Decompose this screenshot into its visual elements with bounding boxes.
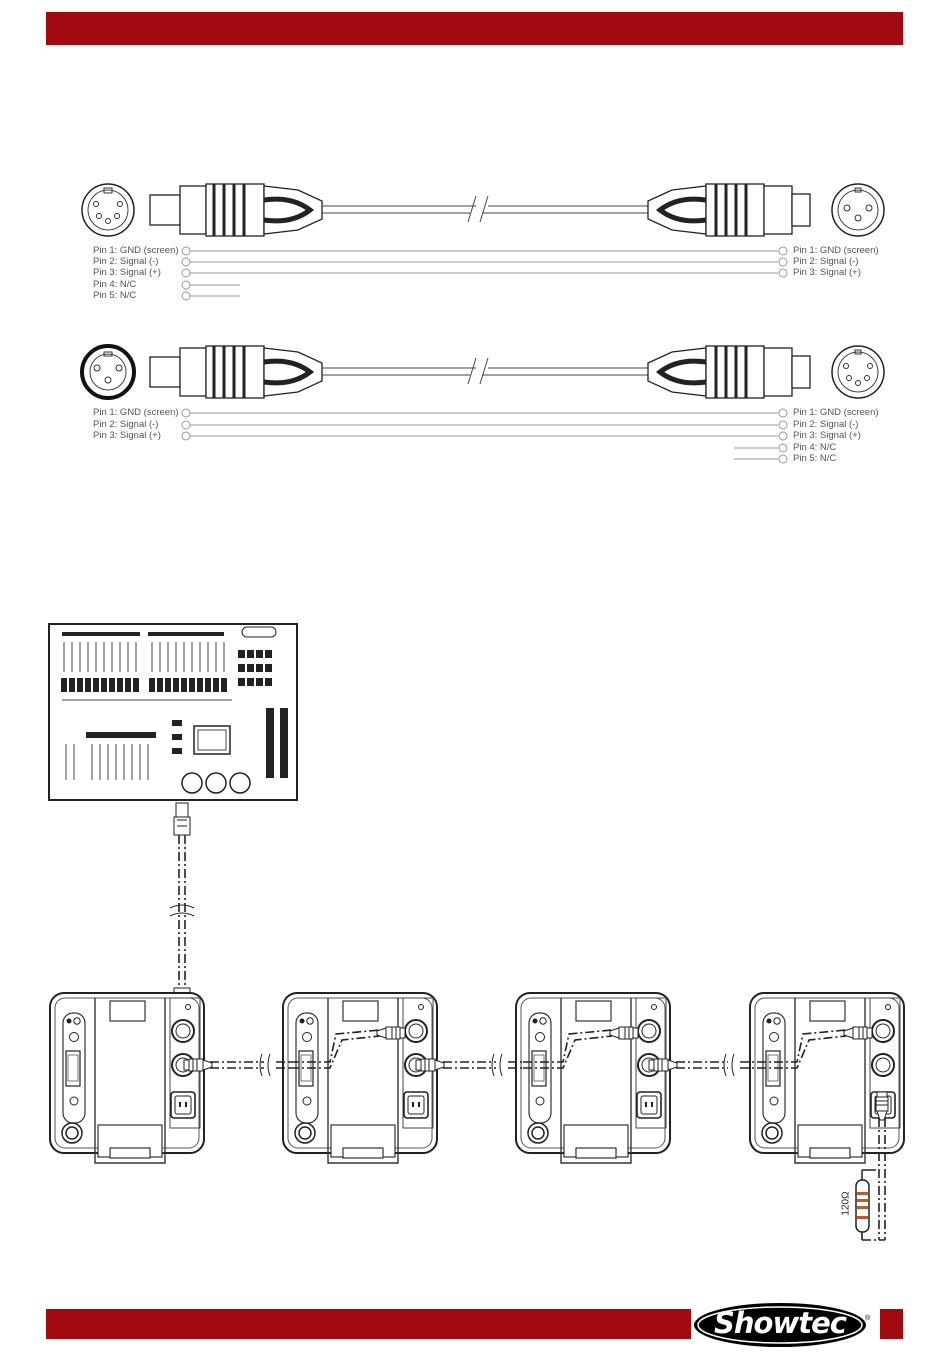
fixture-1 bbox=[50, 993, 204, 1163]
footer-bar bbox=[46, 1309, 691, 1339]
cable2-right-pin-1: Pin 1: GND (screen) bbox=[793, 407, 879, 418]
cable1-right-pin-2: Pin 2: Signal (-) bbox=[793, 256, 858, 267]
cable2-right-pin-4: Pin 4: N/C bbox=[793, 442, 836, 453]
cable2-left-pin-3: Pin 3: Signal (+) bbox=[93, 430, 161, 441]
cable1-left-pin-2: Pin 2: Signal (-) bbox=[93, 256, 158, 267]
cable1-left-pin-1: Pin 1: GND (screen) bbox=[93, 245, 179, 256]
cable1-left-pin-3: Pin 3: Signal (+) bbox=[93, 267, 161, 278]
terminator-resistor bbox=[856, 1170, 876, 1232]
cable1-right-pin-1: Pin 1: GND (screen) bbox=[793, 245, 879, 256]
controller-dmx-cable bbox=[170, 803, 194, 1010]
footer-bar-end bbox=[880, 1309, 903, 1339]
cable2-left-pin-2: Pin 2: Signal (-) bbox=[93, 419, 158, 430]
cable2-right-pin-3: Pin 3: Signal (+) bbox=[793, 430, 861, 441]
fixture-3 bbox=[516, 993, 670, 1163]
cable1-right-pin-3: Pin 3: Signal (+) bbox=[793, 267, 861, 278]
cable1-left-pin-5: Pin 5: N/C bbox=[93, 290, 136, 301]
logo-text: Showtec bbox=[692, 1306, 868, 1340]
dmx-controller bbox=[49, 624, 297, 800]
terminator-label: 120Ω bbox=[841, 1191, 852, 1215]
cable2-right-pin-2: Pin 2: Signal (-) bbox=[793, 419, 858, 430]
showtec-logo: Showtec ® bbox=[692, 1300, 882, 1350]
cable2-left-pin-1: Pin 1: GND (screen) bbox=[93, 407, 179, 418]
cable2-right-pin-5: Pin 5: N/C bbox=[793, 453, 836, 464]
cable1-left-pin-4: Pin 4: N/C bbox=[93, 279, 136, 290]
logo-registered-mark: ® bbox=[865, 1315, 870, 1322]
fixture-4 bbox=[750, 993, 904, 1163]
fixture-2 bbox=[283, 993, 437, 1163]
